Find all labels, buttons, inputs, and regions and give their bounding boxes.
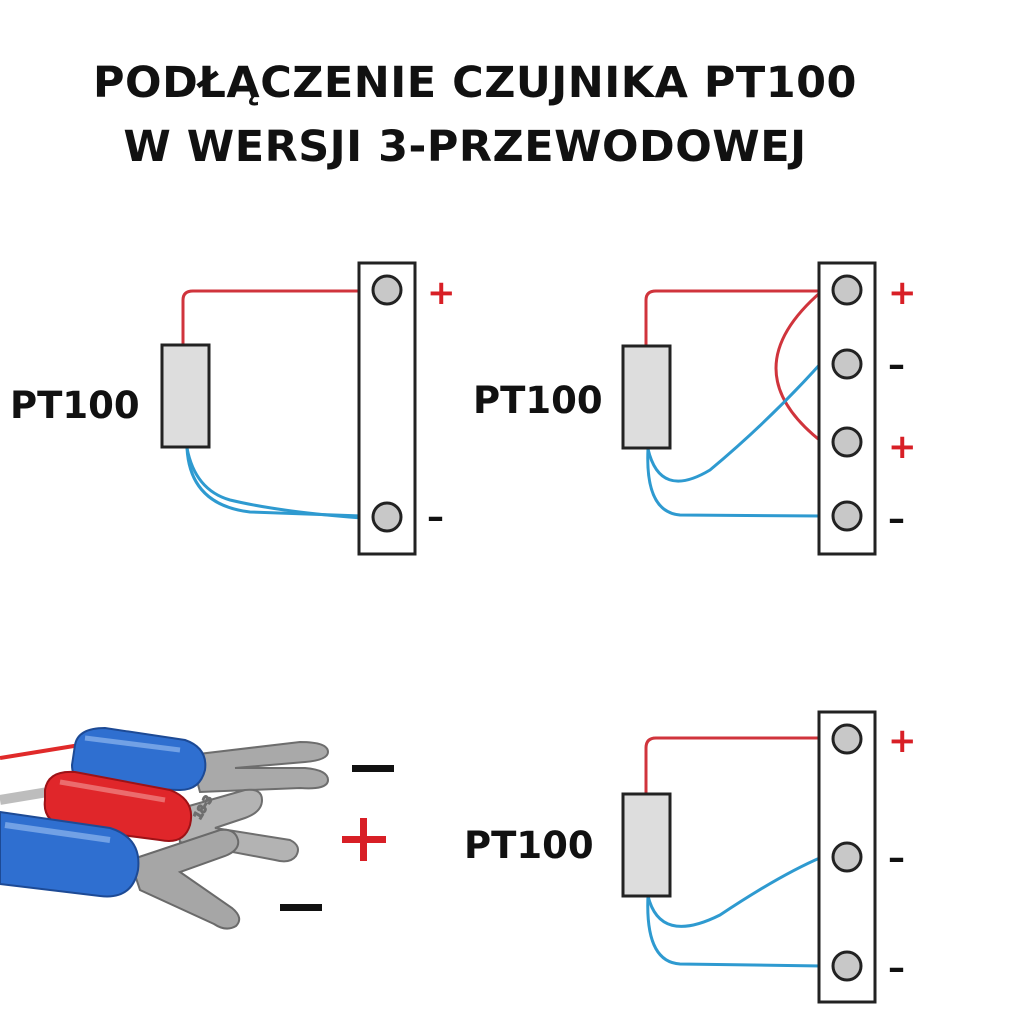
blue-wire xyxy=(646,448,823,518)
pt100-sensor xyxy=(621,344,672,450)
plus-sign: + xyxy=(888,273,917,313)
terminal-screw xyxy=(831,723,863,755)
pt100-sensor xyxy=(160,343,211,449)
minus-sign: – xyxy=(888,499,905,539)
red-thin-wire xyxy=(0,743,81,760)
minus-sign-large xyxy=(280,904,322,911)
sensor-label: PT100 xyxy=(473,379,603,422)
blue-wire xyxy=(646,360,824,483)
terminal-screw xyxy=(831,426,863,458)
terminal-screw xyxy=(371,501,403,533)
terminal-screw xyxy=(831,500,863,532)
blue-wire xyxy=(646,855,823,928)
blue-wire xyxy=(185,447,363,520)
red-wire xyxy=(644,736,822,794)
sensor-label: PT100 xyxy=(10,384,140,427)
minus-sign: – xyxy=(888,838,905,878)
pt100-sensor xyxy=(621,792,672,898)
minus-sign-large xyxy=(352,765,394,772)
red-wire xyxy=(644,289,822,345)
minus-sign: – xyxy=(888,345,905,385)
minus-sign: – xyxy=(427,497,444,537)
terminal-screw xyxy=(831,841,863,873)
terminal-screw xyxy=(371,274,403,306)
diagram-four-terminal: PT100 + – + – xyxy=(473,261,917,556)
red-jumper xyxy=(774,289,823,444)
title-line-2: W WERSJI 3-PRZEWODOWEJ xyxy=(123,122,807,172)
metal-fork-top xyxy=(188,740,330,794)
diagram-two-terminal: PT100 + – xyxy=(10,261,456,556)
diagram-three-terminal: PT100 + – – xyxy=(464,710,917,1004)
terminal-screw xyxy=(831,348,863,380)
plus-sign: + xyxy=(427,273,456,313)
spade-lug-illustration: 18-3 xyxy=(0,726,394,930)
plus-sign-large xyxy=(342,818,386,861)
blue-sleeve-bottom xyxy=(0,810,140,898)
terminal-screw xyxy=(831,274,863,306)
terminal-screw xyxy=(831,950,863,982)
blue-wire xyxy=(185,447,363,518)
sensor-label: PT100 xyxy=(464,824,594,867)
plus-sign: + xyxy=(888,721,917,761)
minus-sign: – xyxy=(888,948,905,988)
plus-sign: + xyxy=(888,427,917,467)
red-wire xyxy=(181,289,362,345)
title-line-1: PODŁĄCZENIE CZUJNIKA PT100 xyxy=(93,58,857,108)
metal-fork-bottom xyxy=(128,828,241,930)
blue-wire xyxy=(646,895,823,968)
